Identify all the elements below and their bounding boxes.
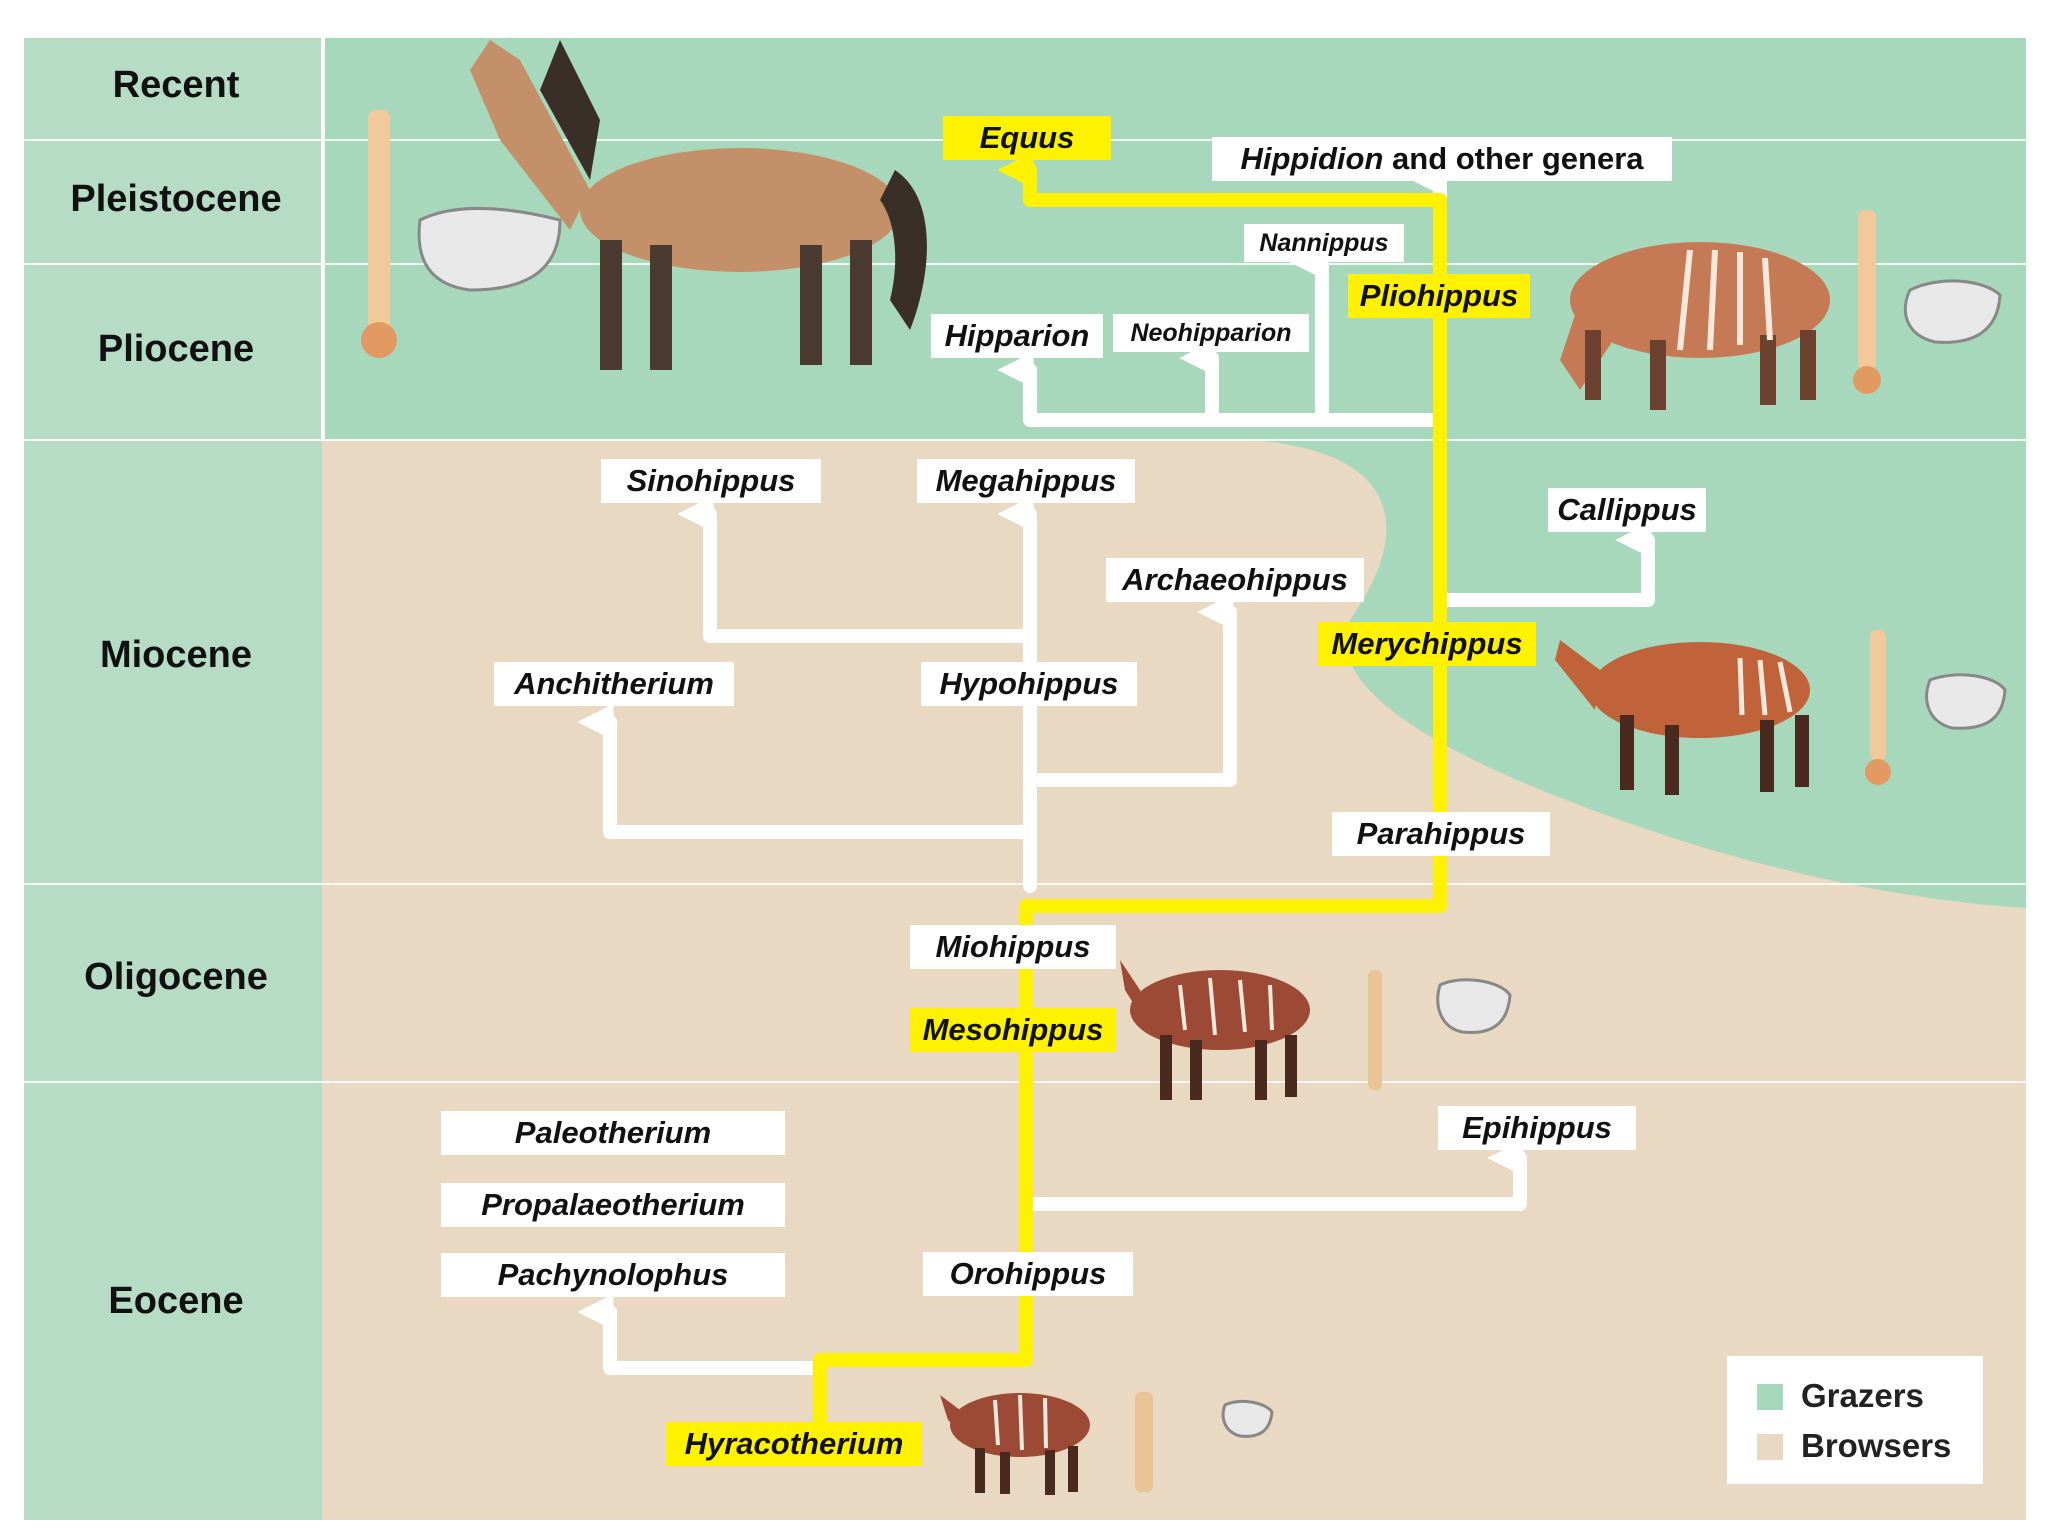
genus-equus: Equus [943,116,1111,160]
epoch-label-oligocene: Oligocene [26,958,326,996]
genus-hipparion: Hipparion [931,314,1103,358]
genus-hippidion: Hippidion and other genera [1212,137,1672,181]
genus-merychippus: Merychippus [1318,622,1536,666]
genus-callippus: Callippus [1548,488,1706,532]
legend: Grazers Browsers [1727,1356,1983,1484]
genus-hippidion-name: Hippidion [1240,141,1383,176]
genus-hypohippus: Hypohippus [921,662,1137,706]
epoch-label-eocene: Eocene [26,1282,326,1320]
legend-label-grazers: Grazers [1801,1374,1924,1418]
genus-archaeohippus: Archaeohippus [1106,558,1364,602]
genus-propalaeotherium: Propalaeotherium [441,1183,785,1227]
genus-orohippus: Orohippus [923,1252,1133,1296]
genus-hippidion-suffix: and other genera [1392,141,1644,176]
genus-anchitherium: Anchitherium [494,662,734,706]
genus-sinohippus: Sinohippus [601,459,821,503]
genus-hyracotherium: Hyracotherium [666,1422,922,1466]
legend-label-browsers: Browsers [1801,1424,1951,1468]
genus-megahippus: Megahippus [917,459,1135,503]
epoch-label-pliocene: Pliocene [26,330,326,368]
legend-swatch-browsers [1757,1434,1783,1460]
genus-nannippus: Nannippus [1244,224,1404,262]
genus-paleotherium: Paleotherium [441,1111,785,1155]
epoch-label-recent: Recent [26,66,326,104]
genus-pachynolophus: Pachynolophus [441,1253,785,1297]
epoch-label-pleistocene: Pleistocene [26,180,326,218]
legend-swatch-grazers [1757,1384,1783,1410]
genus-miohippus: Miohippus [910,925,1116,969]
genus-neohipparion: Neohipparion [1113,314,1309,352]
genus-pliohippus: Pliohippus [1348,274,1530,318]
genus-epihippus: Epihippus [1438,1106,1636,1150]
genus-mesohippus: Mesohippus [910,1008,1116,1052]
genus-parahippus: Parahippus [1332,812,1550,856]
epoch-label-miocene: Miocene [26,636,326,674]
